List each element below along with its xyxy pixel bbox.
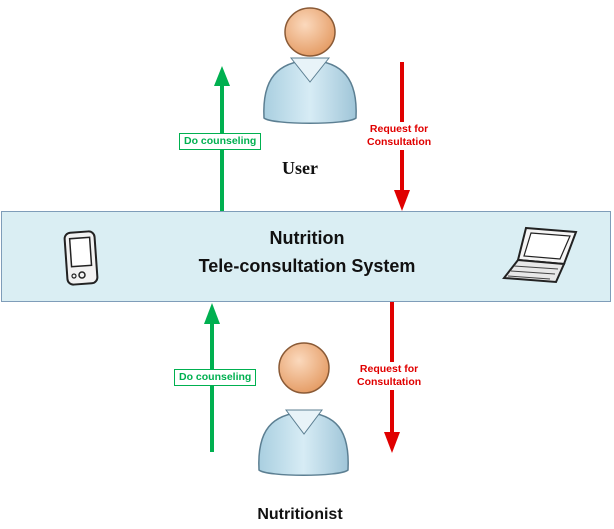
nutritionist-request-label-line2: Consultation: [357, 376, 422, 388]
user-request-label-line2: Consultation: [367, 136, 432, 148]
nutritionist-counseling-label: Do counseling: [174, 369, 257, 386]
system-title-line2: Tele-consultation System: [198, 256, 416, 276]
nutritionist-person-icon: [258, 342, 349, 476]
user-person-icon: [263, 7, 357, 124]
nutritionist-counseling-arrow: [204, 303, 220, 452]
user-counseling-label: Do counseling: [179, 133, 262, 150]
nutritionist-request-label: Request for Consultation: [354, 362, 425, 390]
system-title-line1: Nutrition: [269, 228, 345, 248]
user-label: User: [282, 158, 318, 178]
user-request-label: Request for Consultation: [364, 122, 435, 150]
laptop-icon: [502, 226, 578, 284]
smartphone-icon: [63, 230, 99, 286]
nutritionist-label: Nutritionist: [257, 506, 343, 523]
user-request-label-line1: Request for: [369, 123, 429, 135]
system-box: [1, 211, 611, 302]
nutritionist-request-label-line1: Request for: [359, 363, 419, 375]
